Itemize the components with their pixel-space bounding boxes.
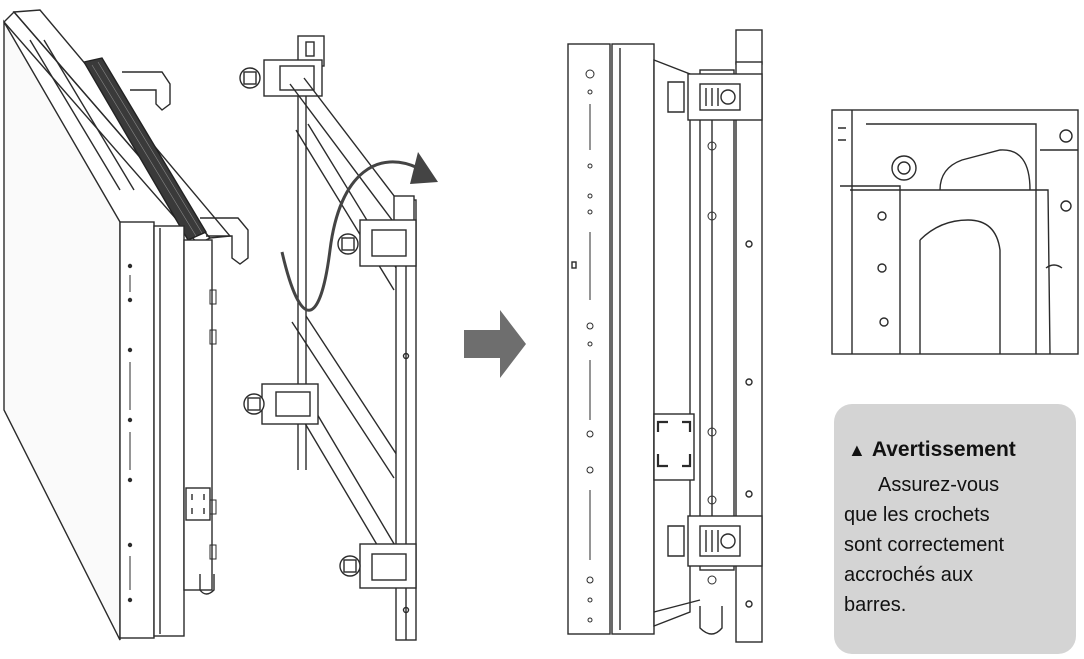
warning-box: ▲Avertissement Assurez-vous que les croc…	[834, 404, 1076, 654]
warning-message: Assurez-vous que les crochets sont corre…	[844, 470, 1066, 620]
warning-line: accrochés aux	[844, 564, 973, 586]
warning-triangle-icon: ▲	[848, 440, 866, 460]
detail-zoom-view	[831, 109, 1079, 355]
warning-line: Assurez-vous	[878, 474, 1000, 496]
assembled-side-view	[567, 29, 763, 643]
warning-title-text: Avertissement	[871, 438, 1016, 461]
mounting-frame-exploded	[239, 35, 438, 641]
display-panel-tilted	[3, 9, 249, 641]
warning-line: barres.	[844, 594, 907, 616]
right-arrow-icon	[464, 310, 526, 378]
warning-title: ▲Avertissement	[848, 438, 1016, 462]
warning-line: sont correctement	[844, 534, 1005, 556]
warning-line: que les crochets	[844, 504, 990, 526]
